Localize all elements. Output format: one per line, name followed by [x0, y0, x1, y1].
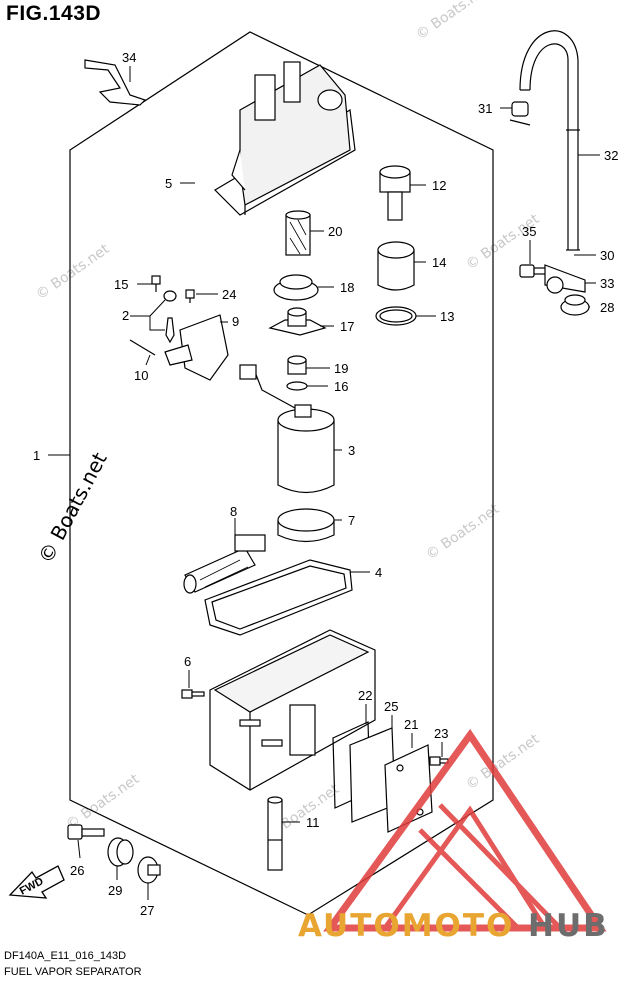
clamp-33: [544, 264, 586, 294]
washer-16: [286, 381, 308, 391]
screw-24: [185, 289, 195, 303]
callout-30: 30: [600, 248, 614, 263]
logo-triangle-icon: [323, 728, 607, 932]
filter-20: [285, 210, 311, 256]
callout-33: 33: [600, 276, 614, 291]
assembly-outline: [69, 31, 494, 916]
callout-13: 13: [440, 309, 454, 324]
callout-20: 20: [328, 224, 342, 239]
callout-24: 24: [222, 287, 236, 302]
fwd-arrow: FWD: [8, 865, 65, 899]
callout-21: 21: [404, 717, 418, 732]
callout-19: 19: [334, 361, 348, 376]
float-9: [164, 314, 229, 381]
callout-6: 6: [184, 654, 191, 669]
callout-17: 17: [340, 319, 354, 334]
callout-10: 10: [134, 368, 148, 383]
gasket-4: [204, 559, 353, 636]
fuel-pump-3: [239, 364, 335, 494]
callout-27: 27: [140, 903, 154, 918]
grommet-29: [107, 837, 134, 867]
drawing-subtitle: FUEL VAPOR SEPARATOR: [4, 966, 142, 978]
regulator-12: [379, 165, 411, 221]
watermark: © Boats.net: [33, 241, 113, 303]
plate-17: [268, 307, 327, 336]
watermark: © Boats.net: [463, 211, 543, 273]
plate-21: [384, 744, 433, 833]
callout-2: 2: [122, 308, 129, 323]
float-chamber: [209, 629, 376, 791]
strainer-8: [183, 534, 266, 594]
brand-logo: AUTOMOTO HUB: [298, 728, 609, 944]
separator-cover: [214, 61, 356, 216]
hose-32: [519, 30, 580, 251]
callout-7: 7: [348, 513, 355, 528]
screw-15: [151, 275, 161, 292]
grommet-28: [560, 294, 590, 316]
callout-25: 25: [384, 699, 398, 714]
callout-labels: 1 2 3 4 5 6 7 8 9 10 11 12 13 14 15 16 1…: [33, 50, 618, 918]
brand-name-part1: AUTOMOTO: [298, 908, 514, 944]
bracket-34: [84, 59, 147, 106]
pipe-11: [267, 796, 283, 871]
callout-35: 35: [522, 224, 536, 239]
brand-name-part2: HUB: [528, 908, 609, 944]
callout-26: 26: [70, 863, 84, 878]
holder-18: [273, 274, 319, 301]
watermark: © Boats.net: [423, 501, 503, 563]
callout-14: 14: [432, 255, 446, 270]
collar-27: [137, 856, 161, 884]
screw-6: [181, 689, 205, 699]
callout-29: 29: [108, 883, 122, 898]
watermark: © Boats.net: [413, 0, 493, 43]
callout-31: 31: [478, 101, 492, 116]
callout-5: 5: [165, 176, 172, 191]
retainer-7: [277, 508, 335, 543]
cushion-19: [287, 355, 307, 375]
callout-16: 16: [334, 379, 348, 394]
callout-8: 8: [230, 504, 237, 519]
callout-22: 22: [358, 688, 372, 703]
callout-28: 28: [600, 300, 614, 315]
pin-10: [129, 339, 156, 356]
clamp-31: [509, 101, 531, 126]
callout-18: 18: [340, 280, 354, 295]
callout-34: 34: [122, 50, 136, 65]
callout-11: 11: [306, 815, 320, 830]
leader-lines: [48, 66, 600, 900]
oring-13: [375, 306, 417, 326]
callout-4: 4: [375, 565, 382, 580]
callout-9: 9: [232, 314, 239, 329]
figure-title: FIG.143D: [6, 2, 102, 25]
callout-12: 12: [432, 178, 446, 193]
cap-14: [377, 241, 415, 291]
callout-23: 23: [434, 726, 448, 741]
callout-1: 1: [33, 448, 40, 463]
callout-32: 32: [604, 148, 618, 163]
callout-15: 15: [114, 277, 128, 292]
watermark-large: © Boats.net: [33, 448, 112, 567]
needle-2: [163, 290, 177, 344]
bolt-26: [67, 824, 105, 840]
callout-3: 3: [348, 443, 355, 458]
drawing-code: DF140A_E11_016_143D: [4, 950, 127, 962]
